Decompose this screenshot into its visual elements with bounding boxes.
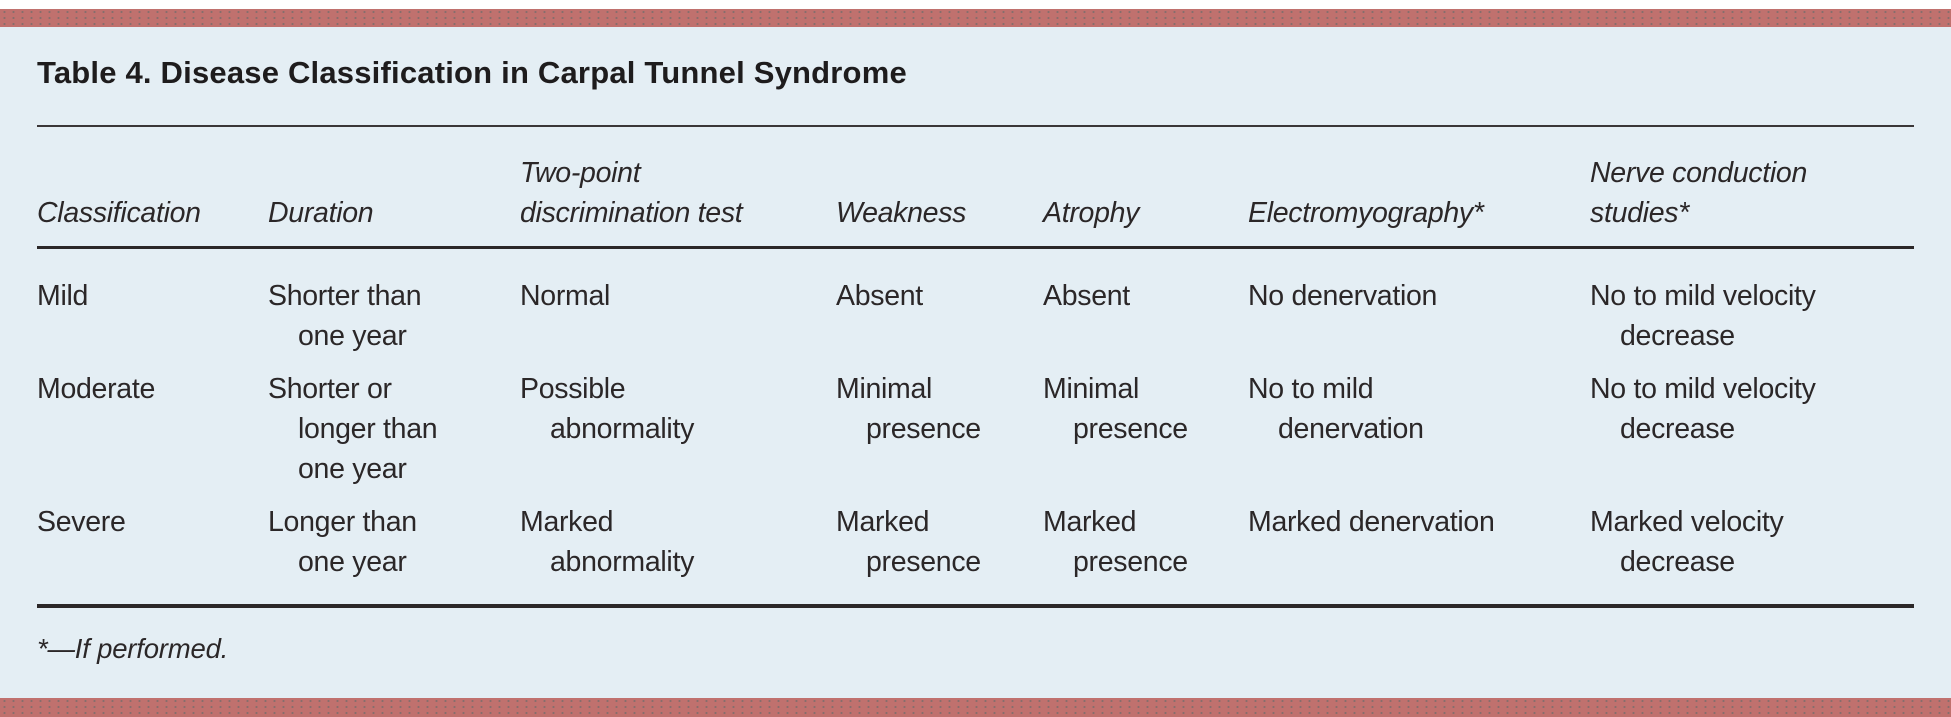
- cell-mild-duration: Shorter than one year: [268, 280, 422, 352]
- cell-severe-two-point: Marked abnormality: [520, 502, 836, 608]
- table-panel: Table 4. Disease Classification in Carpa…: [0, 27, 1951, 698]
- cell-mild-classification: Mild: [37, 280, 89, 312]
- cell-moderate-atrophy: Minimal presence: [1043, 373, 1188, 445]
- table-row-mild: Mild Shorter than one year Normal Absent…: [37, 248, 1914, 370]
- col-header-nerve-conduction-studies: Nerve conduction studies*: [1590, 127, 1914, 249]
- cell-severe-nerve-conduction: Marked velocity decrease: [1590, 502, 1914, 608]
- cell-severe-classification: Severe: [37, 502, 268, 608]
- col-header-electromyography: Electromyography*: [1248, 127, 1590, 249]
- cell-mild-two-point: Normal: [520, 280, 611, 312]
- cell-severe-electromyography: Marked denervation: [1248, 502, 1590, 608]
- cell-moderate-electromyography: No to mild denervation: [1248, 373, 1424, 445]
- bottom-border-band: [0, 698, 1951, 717]
- cell-severe-duration: Longer than one year: [268, 502, 520, 608]
- cell-moderate-weakness: Minimal presence: [836, 373, 981, 445]
- col-header-two-point-discrimination-test: Two-point discrimination test: [520, 127, 836, 249]
- table-row-moderate: Moderate Shorter or longer than one year…: [37, 369, 1914, 502]
- table-row-severe: Severe Longer than one year Marked abnor…: [37, 502, 1914, 608]
- col-header-atrophy: Atrophy: [1043, 127, 1248, 249]
- cell-severe-weakness: Marked presence: [836, 502, 1043, 608]
- cell-severe-atrophy: Marked presence: [1043, 502, 1248, 608]
- title-rule: [37, 125, 1914, 127]
- col-header-duration: Duration: [268, 127, 520, 249]
- cell-moderate-duration: Shorter or longer than one year: [268, 373, 438, 485]
- col-header-weakness: Weakness: [836, 127, 1043, 249]
- col-header-classification: Classification: [37, 127, 268, 249]
- table-title: Table 4. Disease Classification in Carpa…: [37, 55, 907, 90]
- header-row: Classification Duration Two-point discri…: [37, 127, 1914, 249]
- table-footnote: *—If performed.: [37, 633, 229, 664]
- cell-mild-nerve-conduction: No to mild velocity decrease: [1590, 280, 1816, 352]
- cell-mild-atrophy: Absent: [1043, 280, 1130, 312]
- top-border-band: [0, 9, 1951, 27]
- cell-moderate-two-point: Possible abnormality: [520, 373, 695, 445]
- cell-moderate-classification: Moderate: [37, 373, 156, 405]
- disease-classification-table: Classification Duration Two-point discri…: [37, 127, 1914, 608]
- cell-mild-electromyography: No denervation: [1248, 280, 1438, 312]
- cell-moderate-nerve-conduction: No to mild velocity decrease: [1590, 373, 1816, 445]
- cell-mild-weakness: Absent: [836, 280, 923, 312]
